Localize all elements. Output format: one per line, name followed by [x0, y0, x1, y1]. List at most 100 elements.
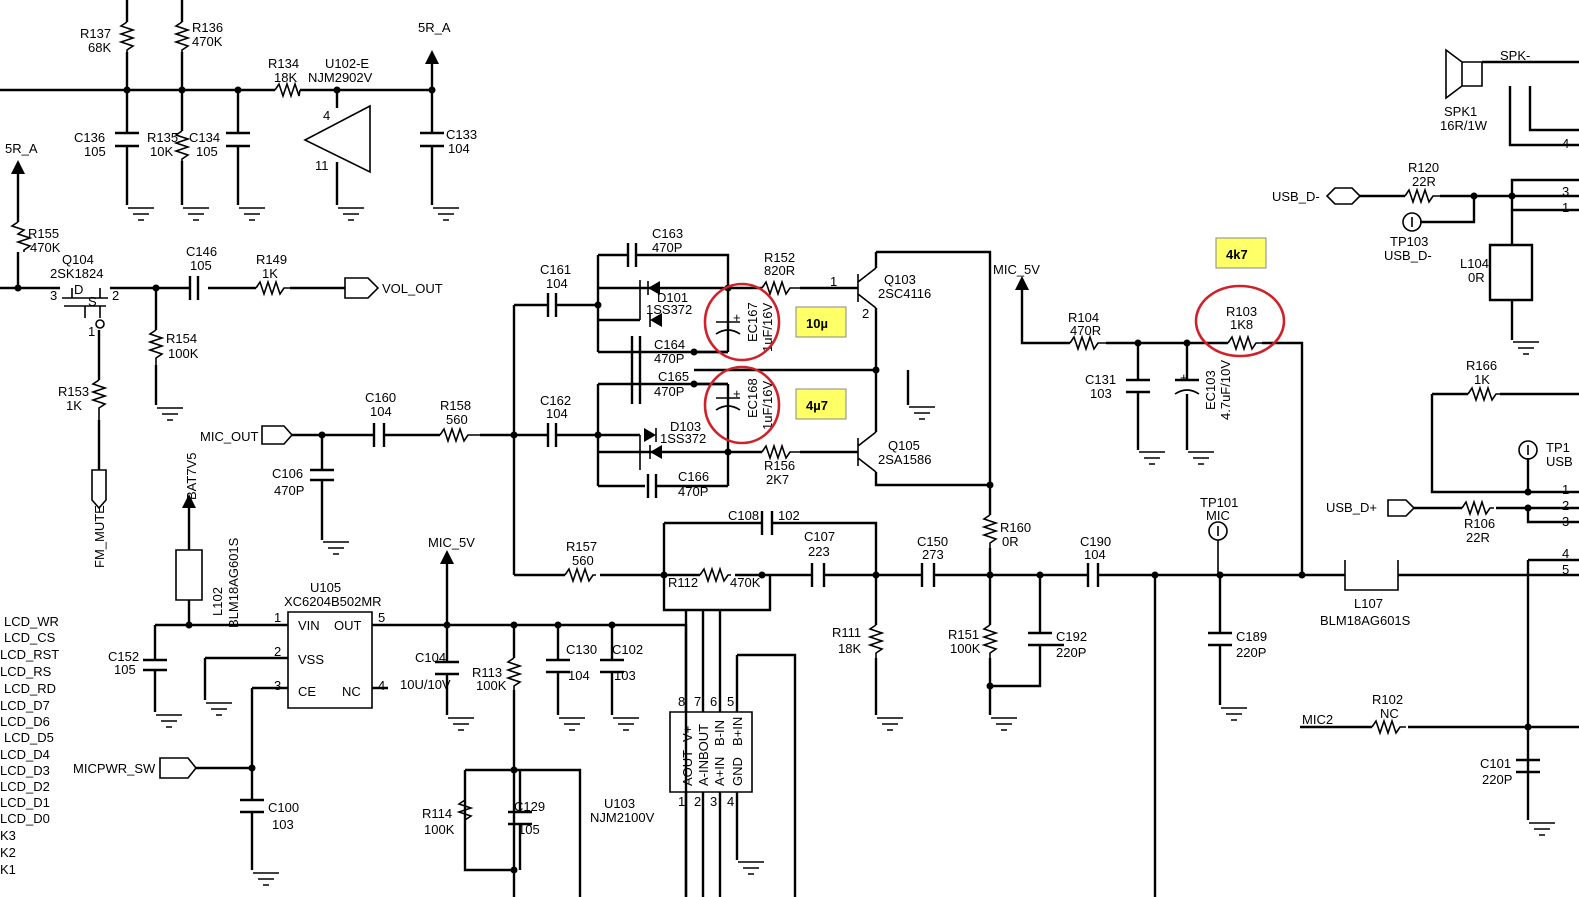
- value-r120: 22R: [1412, 174, 1436, 189]
- label-l102: L102: [210, 587, 225, 616]
- pin-u105-1: 1: [274, 610, 281, 625]
- label-r106: R106: [1464, 516, 1495, 531]
- value-c107: 223: [808, 544, 830, 559]
- label-c129: C129: [514, 799, 545, 814]
- net-lcd-d6: LCD_D6: [0, 714, 50, 729]
- pin-u105-2: 2: [274, 644, 281, 659]
- label-r111: R111: [832, 625, 861, 640]
- value-r166: 1K: [1474, 372, 1490, 387]
- value-c161: 104: [546, 276, 568, 291]
- value-r157: 560: [572, 553, 594, 568]
- label-r120: R120: [1408, 160, 1439, 175]
- label-c133: C133: [446, 127, 477, 142]
- value-r134: 18K: [274, 70, 297, 85]
- pin-u105-4: 4: [378, 678, 385, 693]
- value-c131: 103: [1090, 386, 1112, 401]
- label-r113: R113: [472, 665, 502, 680]
- value-c160: 104: [370, 404, 392, 419]
- value-c136: 105: [84, 144, 106, 159]
- value-r151: 100K: [950, 641, 981, 656]
- label-r152: R152: [764, 250, 795, 265]
- value-c101: 220P: [1482, 772, 1512, 787]
- value-c166: 470P: [678, 484, 708, 499]
- pin-u103-8: 8: [678, 694, 685, 709]
- note-box-4u7: [795, 388, 847, 420]
- net-k1: K1: [0, 862, 16, 877]
- label-r153: R153: [58, 384, 89, 399]
- label-c164: C164: [654, 337, 685, 352]
- value-r111: 18K: [838, 641, 861, 656]
- value-c164: 470P: [654, 351, 684, 366]
- value-r106: 22R: [1466, 530, 1490, 545]
- pin-u103-aout: AOUT: [680, 750, 695, 786]
- value-r135: 10K: [150, 144, 173, 159]
- pin-u105-3: 3: [274, 678, 281, 693]
- port-vol-out: VOL_OUT: [382, 281, 443, 296]
- value-c163: 470P: [652, 240, 682, 255]
- port-usb-dp: USB_D+: [1326, 500, 1377, 515]
- pin-u103-ainbout: A-INBOUT: [696, 724, 711, 786]
- value-l102: BLM18AG601S: [226, 537, 241, 628]
- value-c192: 220P: [1056, 645, 1086, 660]
- value-c134: 105: [196, 144, 218, 159]
- note-10u: 10µ: [806, 316, 828, 331]
- value-r103: 1K8: [1230, 317, 1253, 332]
- pin-u103-vplus: V+: [680, 726, 695, 742]
- label-c100: C100: [268, 800, 299, 815]
- mic-preamp-stage: C163 470P C161 104 D101 1SS372 EC167 1uF…: [510, 226, 992, 575]
- port-fm-mute: FM_MUTE: [92, 505, 107, 568]
- value-c106: 470P: [274, 483, 304, 498]
- label-r114: R114: [422, 806, 452, 821]
- value-tp101: MIC: [1206, 508, 1230, 523]
- value-c104: 10U/10V: [400, 677, 451, 692]
- value-c108: 102: [778, 508, 800, 523]
- net-lcd-d4: LCD_D4: [0, 747, 50, 762]
- mic-bias-stage: MIC_5V R104 470R C131 103 + EC103 4.7uF/…: [993, 262, 1304, 575]
- label-c131: C131: [1085, 372, 1116, 387]
- label-r104: R104: [1068, 310, 1099, 325]
- label-c160: C160: [365, 390, 396, 405]
- pin-u103-5: 5: [727, 694, 734, 709]
- net-lcd-d3: LCD_D3: [0, 763, 50, 778]
- label-u105: U105: [310, 580, 341, 595]
- plus-ec168: +: [733, 386, 741, 401]
- label-r149: R149: [256, 252, 287, 267]
- pin-u103-6: 6: [710, 694, 717, 709]
- label-tp103: TP103: [1390, 234, 1428, 249]
- label-r158: R158: [440, 398, 471, 413]
- port-usb-dm: USB_D-: [1272, 189, 1320, 204]
- net-lcd-rd: LCD_RD: [4, 681, 56, 696]
- net-lcd-d0: LCD_D0: [0, 811, 50, 826]
- label-u103: U103: [604, 796, 635, 811]
- pin-u103-7: 7: [694, 694, 701, 709]
- value-u103: NJM2100V: [590, 810, 655, 825]
- label-c104: C104: [415, 650, 446, 665]
- label-c152: C152: [108, 649, 139, 664]
- pin-u105-5: 5: [378, 610, 385, 625]
- label-r134: R134: [268, 56, 299, 71]
- top-left-filter: R137 68K R136 470K R134 18K U102-E NJM29…: [0, 0, 477, 221]
- value-c146: 105: [190, 258, 212, 273]
- value-c190: 104: [1084, 547, 1106, 562]
- note-box-10u: [795, 306, 847, 338]
- pin-out: OUT: [334, 618, 362, 633]
- value-r104: 470R: [1070, 323, 1101, 338]
- label-r155: R155: [28, 226, 59, 241]
- value-r112: 470K: [730, 575, 761, 590]
- net-lcd-d1: LCD_D1: [0, 795, 50, 810]
- label-ec103: EC103: [1203, 370, 1218, 410]
- pin-conn-1b: 1: [1562, 482, 1569, 497]
- label-r136: R136: [192, 20, 223, 35]
- label-ec168: EC168: [745, 378, 760, 418]
- label-r157: R157: [566, 539, 597, 554]
- value-r155: 470K: [30, 240, 61, 255]
- pin-vin: VIN: [298, 618, 320, 633]
- review-annotations: 10µ 4µ7 4k7: [703, 237, 1286, 445]
- label-u102: U102-E: [325, 56, 369, 71]
- value-c152: 105: [114, 662, 136, 677]
- value-c102: 103: [614, 668, 636, 683]
- rail-5r-a-top: 5R_A: [418, 20, 451, 35]
- label-r151: R151: [948, 627, 979, 642]
- main-signal-bus: R157 560 R112 470K C108 102 C107 223 R11…: [514, 481, 1579, 897]
